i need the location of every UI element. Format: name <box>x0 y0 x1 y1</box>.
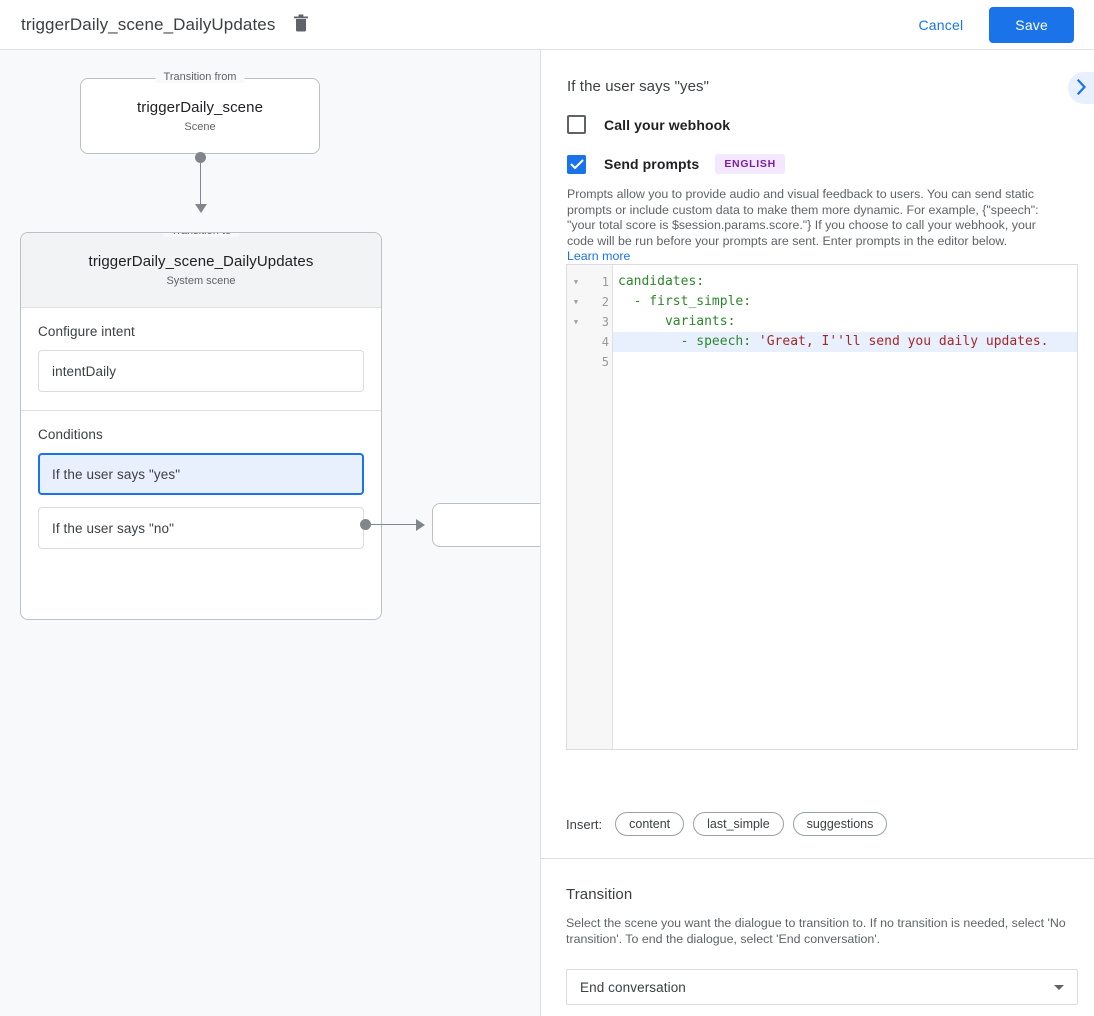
insert-label: Insert: <box>566 816 603 832</box>
gutter-row[interactable]: 5 <box>567 352 612 372</box>
panel-body: If the user says "yes" Call your webhook… <box>541 50 1094 313</box>
call-webhook-label: Call your webhook <box>604 116 731 133</box>
fold-arrow-icon[interactable]: ▼ <box>573 278 579 286</box>
caret-down-icon[interactable] <box>1054 984 1064 990</box>
configure-intent-label: Configure intent <box>38 324 135 339</box>
gutter-row[interactable]: 4 <box>567 332 612 352</box>
code-line[interactable]: variants: <box>613 312 1077 332</box>
call-webhook-row[interactable]: Call your webhook <box>541 115 1094 134</box>
conditions-section: Conditions If the user says "yes" If the… <box>21 410 381 567</box>
transition-to-legend: Transition to <box>162 233 240 237</box>
gutter-row[interactable]: ▼ 3 <box>567 312 612 332</box>
call-webhook-checkbox[interactable] <box>567 115 586 134</box>
connector-arrow-icon <box>195 204 207 213</box>
prompt-code-editor[interactable]: ▼ 1 ▼ 2 ▼ 3 4 5 candidates: - first_simp… <box>566 264 1078 750</box>
conditions-label: Conditions <box>38 427 103 442</box>
panel-divider <box>541 858 1094 859</box>
line-number: 2 <box>601 295 609 309</box>
intent-field[interactable]: intentDaily <box>38 350 364 392</box>
learn-more-link[interactable]: Learn more <box>567 249 631 263</box>
transition-description: Select the scene you want the dialogue t… <box>566 916 1066 946</box>
target-node[interactable] <box>432 503 540 547</box>
transition-from-node[interactable]: Transition from triggerDaily_scene Scene <box>80 71 320 154</box>
prompts-description-text: Prompts allow you to provide audio and v… <box>567 187 1039 248</box>
send-prompts-label: Send prompts <box>604 156 700 172</box>
connector-line <box>200 157 201 205</box>
page-title: triggerDaily_scene_DailyUpdates <box>21 14 276 34</box>
transition-to-header: triggerDaily_scene_DailyUpdates System s… <box>21 233 381 308</box>
editor-gutter: ▼ 1 ▼ 2 ▼ 3 4 5 <box>567 265 613 749</box>
code-line-text: candidates: <box>618 274 705 289</box>
transition-from-legend: Transition from <box>155 71 245 83</box>
configure-intent-section: Configure intent intentDaily <box>21 308 381 410</box>
transition-from-title: triggerDaily_scene <box>136 99 264 116</box>
editor-code-area[interactable]: candidates: - first_simple: variants: - … <box>613 265 1077 749</box>
line-number: 5 <box>601 355 609 369</box>
transition-title: Transition <box>566 886 633 903</box>
send-prompts-checkbox[interactable] <box>567 154 586 174</box>
code-line[interactable]: - first_simple: <box>613 292 1077 312</box>
language-badge: ENGLISH <box>715 154 785 174</box>
transition-to-node[interactable]: Transition to triggerDaily_scene_DailyUp… <box>20 232 382 620</box>
save-button[interactable]: Save <box>989 6 1074 43</box>
cancel-button[interactable]: Cancel <box>907 9 976 41</box>
gutter-row[interactable]: ▼ 1 <box>567 272 612 292</box>
condition-item-yes[interactable]: If the user says "yes" <box>38 453 364 495</box>
insert-chip-content[interactable]: content <box>615 812 685 836</box>
insert-chips-row: Insert: content last_simple suggestions <box>566 812 896 836</box>
code-line[interactable] <box>613 352 1077 372</box>
line-number: 3 <box>601 315 609 329</box>
transition-to-subtitle: System scene <box>166 275 236 287</box>
checkmark-icon <box>570 159 583 169</box>
condition-connector-arrow-icon <box>416 519 425 531</box>
condition-connector-line <box>368 524 418 525</box>
fold-arrow-icon[interactable]: ▼ <box>573 318 579 326</box>
delete-button[interactable] <box>289 13 313 37</box>
insert-chip-suggestions[interactable]: suggestions <box>792 812 888 836</box>
condition-connector-dot <box>360 519 371 530</box>
condition-item-no[interactable]: If the user says "no" <box>38 507 364 549</box>
panel-heading: If the user says "yes" <box>567 78 710 95</box>
top-bar: triggerDaily_scene_DailyUpdates Cancel S… <box>0 0 1094 50</box>
transition-from-subtitle: Scene <box>184 121 216 133</box>
chevron-right-icon <box>1076 78 1087 98</box>
transition-select[interactable]: End conversation <box>566 969 1078 1005</box>
trash-icon <box>293 14 309 35</box>
code-line-text: variants: <box>618 314 736 329</box>
flow-canvas[interactable]: Transition from triggerDaily_scene Scene… <box>0 50 541 1016</box>
code-line-active[interactable]: - speech: 'Great, I''ll send you daily u… <box>613 332 1077 352</box>
fold-arrow-icon[interactable]: ▼ <box>573 298 579 306</box>
send-prompts-row[interactable]: Send prompts ENGLISH <box>541 154 1094 174</box>
transition-select-value: End conversation <box>580 979 686 995</box>
collapse-panel-button[interactable] <box>1068 72 1094 104</box>
code-line[interactable]: candidates: <box>613 272 1077 292</box>
line-number: 4 <box>601 335 609 349</box>
code-line-text: - speech: 'Great, I''ll send you daily u… <box>618 334 1049 349</box>
prompts-description: Prompts allow you to provide audio and v… <box>541 187 1068 265</box>
gutter-row[interactable]: ▼ 2 <box>567 292 612 312</box>
code-line-text: - first_simple: <box>618 294 752 309</box>
line-number: 1 <box>601 275 609 289</box>
insert-chip-last-simple[interactable]: last_simple <box>693 812 784 836</box>
transition-to-title: triggerDaily_scene_DailyUpdates <box>88 253 314 270</box>
